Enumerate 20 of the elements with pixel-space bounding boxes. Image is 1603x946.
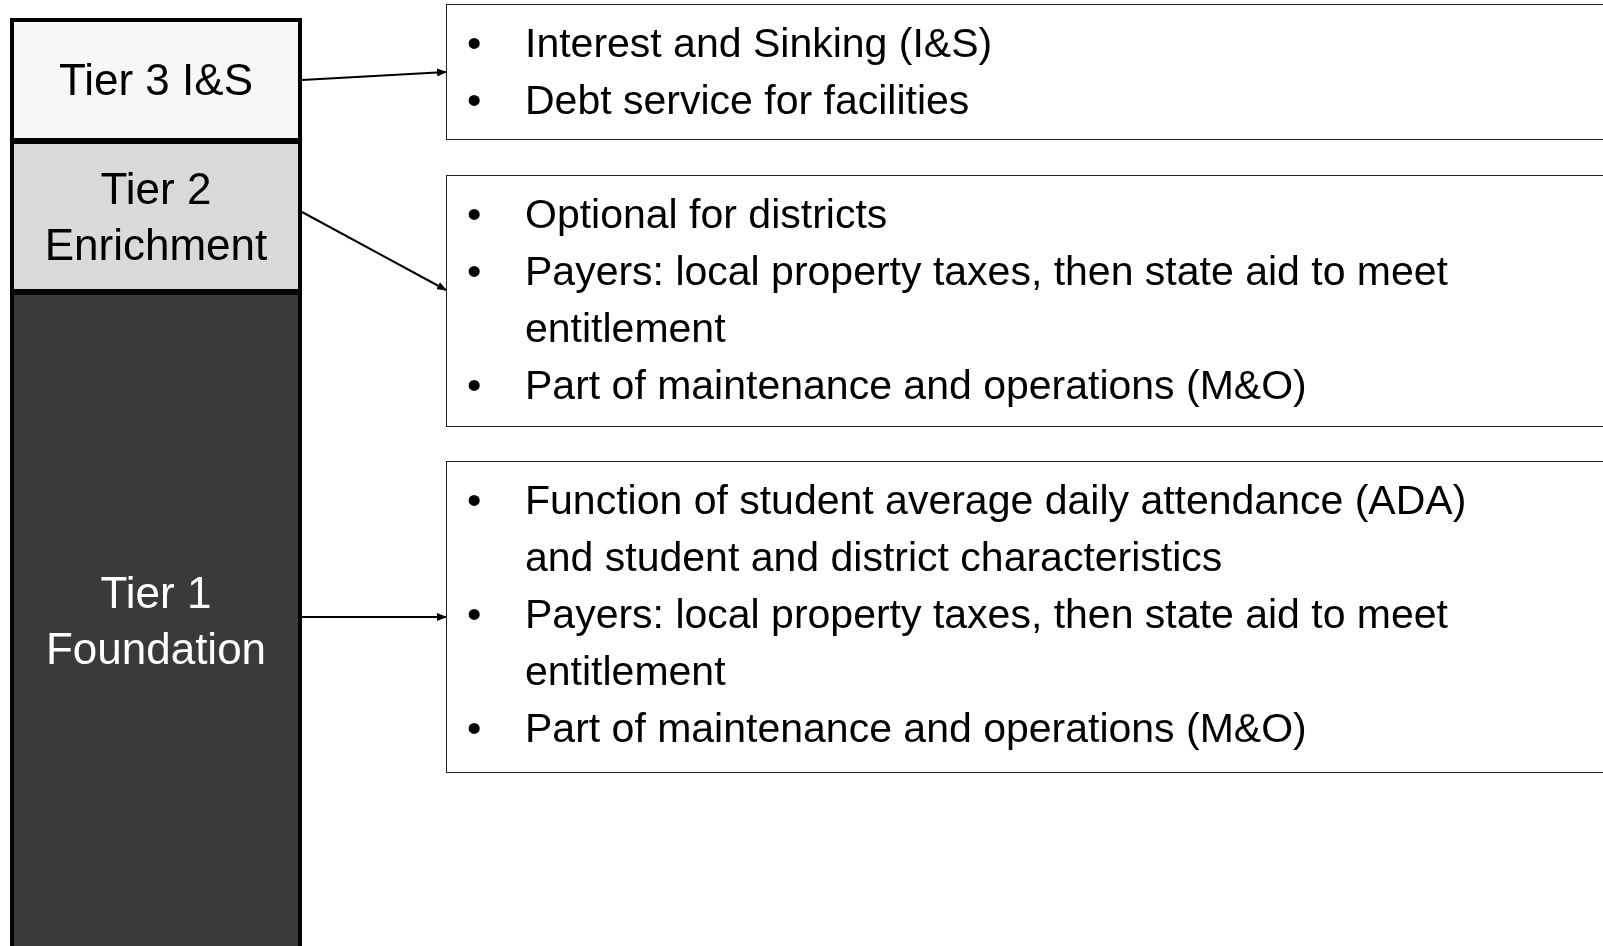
arrow: [301, 211, 447, 291]
arrow: [301, 68, 447, 81]
text-box: [446, 175, 1603, 427]
tier-label: Tier 2 Enrichment: [43, 162, 269, 271]
tier-block: [10, 140, 302, 293]
text-box: [446, 461, 1603, 773]
arrow: [301, 613, 447, 621]
bullet-item: • Part of maintenance and operations (M&O): [466, 704, 1308, 753]
tier-block: [10, 18, 302, 142]
bullet-item: • Interest and Sinking (I&S): [466, 19, 994, 68]
bullet-item: • Part of maintenance and operations (M&O): [466, 361, 1308, 410]
bullet-item: • Function of student average daily attendance (ADA) and student and district characteristics: [466, 476, 1468, 582]
bullet-item: • Payers: local property taxes, then state aid to meet entitlement: [466, 247, 1449, 353]
bullet-item: • Debt service for facilities: [466, 76, 971, 125]
bullet-item: • Optional for districts: [466, 190, 889, 239]
bullet-item: • Payers: local property taxes, then state aid to meet entitlement: [466, 590, 1449, 696]
text-box: [446, 4, 1603, 140]
tier-label: Tier 1 Foundation: [44, 567, 268, 675]
tier-label: Tier 3 I&S: [59, 54, 253, 106]
tier-block: [10, 291, 302, 946]
